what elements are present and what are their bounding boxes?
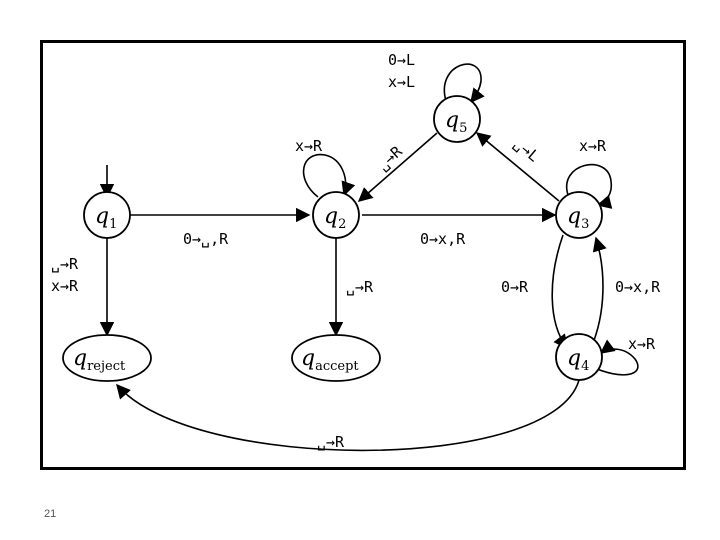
label-q3-q4: 0→R bbox=[501, 278, 529, 296]
label-q4-self: x→R bbox=[628, 335, 656, 353]
state-q4: q4 bbox=[555, 333, 603, 381]
edge-q3-self bbox=[565, 163, 613, 209]
state-q2: q2 bbox=[312, 191, 360, 239]
label-q2-accept: ␣→R bbox=[346, 278, 374, 296]
label-q1-reject-b: x→R bbox=[51, 277, 79, 295]
state-q3: q3 bbox=[555, 191, 603, 239]
state-reject: qreject bbox=[62, 334, 152, 382]
svg-text:q5: q5 bbox=[445, 108, 467, 136]
label-q5-self-b: x→L bbox=[388, 73, 415, 91]
label-q3-self: x→R bbox=[579, 137, 607, 155]
page-number: 21 bbox=[44, 508, 57, 520]
label-q3-q5: ␣→L bbox=[510, 134, 542, 165]
state-q1: q1 bbox=[83, 191, 131, 239]
state-accept: qaccept bbox=[291, 334, 381, 382]
svg-text:q1: q1 bbox=[95, 204, 117, 232]
state-q5: q5 bbox=[433, 95, 481, 143]
state-diagram: q1 q2 q3 q4 q5 qreject bbox=[51, 51, 661, 452]
label-q1-reject-a: ␣→R bbox=[51, 255, 79, 273]
label-q4-reject: ␣→R bbox=[317, 433, 345, 451]
edge-q4-self bbox=[596, 339, 639, 376]
svg-text:qreject: qreject bbox=[73, 346, 126, 374]
diagram-frame: q1 q2 q3 q4 q5 qreject bbox=[40, 40, 686, 470]
edge-q5-self bbox=[443, 63, 485, 104]
edge-q3-q4 bbox=[551, 234, 568, 350]
svg-text:qaccept: qaccept bbox=[301, 346, 359, 374]
edge-q2-self bbox=[302, 153, 356, 198]
edge-q4-q3 bbox=[590, 236, 607, 349]
label-q1-q2: 0→␣,R bbox=[183, 230, 229, 248]
svg-text:q4: q4 bbox=[567, 346, 589, 374]
label-q2-self: x→R bbox=[295, 137, 323, 155]
edge-q5-q2 bbox=[357, 132, 438, 202]
label-q5-q2: ␣→R bbox=[374, 142, 407, 174]
svg-text:q3: q3 bbox=[567, 204, 589, 232]
label-q5-self-a: 0→L bbox=[388, 51, 415, 69]
label-q2-q3: 0→x,R bbox=[420, 230, 466, 248]
edge-q3-q5 bbox=[475, 132, 560, 202]
edge-q4-reject bbox=[116, 379, 580, 452]
svg-text:q2: q2 bbox=[324, 204, 346, 232]
label-q4-q3: 0→x,R bbox=[615, 278, 661, 296]
